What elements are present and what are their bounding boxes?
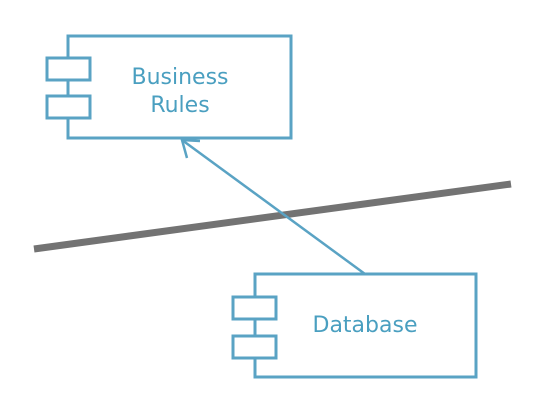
component-port-top [45, 56, 92, 82]
boundary-line [33, 180, 512, 253]
component-database[interactable]: Database [231, 272, 478, 379]
dependency-arrow [180, 138, 366, 276]
component-label-line-2: Rules [150, 93, 209, 118]
component-label: Database [313, 313, 418, 338]
component-body [66, 34, 293, 140]
component-business-rules[interactable]: Business Rules [45, 34, 293, 140]
component-port-bottom [231, 334, 278, 360]
dependency-arrow-shaft [181, 138, 366, 276]
component-port-bottom [45, 94, 92, 120]
component-port-top [231, 295, 278, 321]
dependency-arrow-head [180, 138, 201, 159]
component-body [253, 272, 478, 379]
component-label-line-1: Business [131, 65, 228, 90]
